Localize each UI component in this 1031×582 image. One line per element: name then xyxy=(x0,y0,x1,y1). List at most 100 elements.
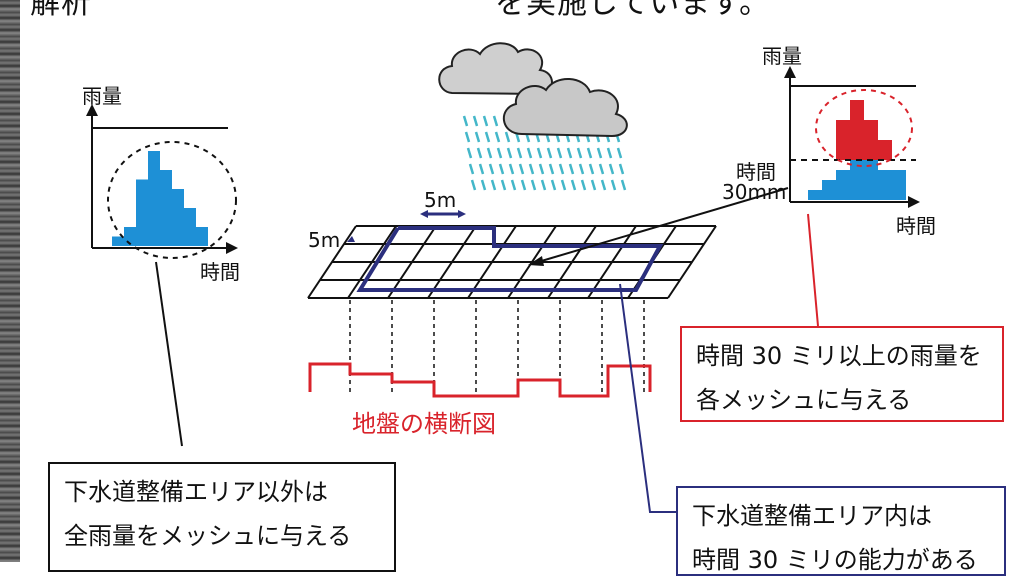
rain-streak xyxy=(464,131,471,143)
rain-streak xyxy=(490,179,497,191)
right-bars xyxy=(808,100,906,200)
rain-streak xyxy=(550,179,557,191)
rain-streak xyxy=(616,147,623,159)
right-x-arrow xyxy=(908,196,920,208)
mesh-col-line xyxy=(467,225,517,299)
mesh-col-line xyxy=(587,225,637,299)
rain-streak xyxy=(578,163,585,175)
right-bar-below xyxy=(864,160,878,200)
mesh-col-line xyxy=(307,225,357,299)
left-ylabel: 雨量 xyxy=(82,84,122,108)
left-bar xyxy=(136,179,148,246)
rain-streak xyxy=(546,147,553,159)
left-bar xyxy=(160,170,172,246)
rain-streak xyxy=(506,147,513,159)
rain-streak xyxy=(596,147,603,159)
rain-streak xyxy=(580,179,587,191)
mesh-col-line xyxy=(347,225,397,299)
cross-section-label: 地盤の横断図 xyxy=(352,410,496,438)
cloud-group xyxy=(438,42,628,191)
rain-streak xyxy=(498,163,505,175)
black-box-line-1: 下水道整備エリア以外は xyxy=(64,478,328,506)
red-box-line-1: 時間 30 ミリ以上の雨量を xyxy=(696,342,982,370)
rain-streak xyxy=(484,131,491,143)
rain-streak xyxy=(606,147,613,159)
mesh-col-line xyxy=(547,225,597,299)
rain-streak xyxy=(570,179,577,191)
rain-streak xyxy=(516,147,523,159)
right-bar-below xyxy=(850,160,864,200)
rain-streak xyxy=(598,163,605,175)
threshold-label-1: 時間 xyxy=(736,160,776,184)
header-text: 解析 を実施しています。 xyxy=(30,0,771,21)
right-bar-below xyxy=(836,170,850,200)
rain-streak xyxy=(620,179,627,191)
rain-pointer-arrowhead xyxy=(528,256,544,266)
front-cloud xyxy=(502,77,628,138)
rain-streak xyxy=(566,147,573,159)
rain-streak xyxy=(494,131,501,143)
left-bars xyxy=(112,151,208,246)
width-arrow-left xyxy=(420,210,428,218)
width-arrow-right xyxy=(458,210,466,218)
navy-pointer-line xyxy=(619,283,676,513)
mesh-col-line xyxy=(427,225,477,299)
rain-streak xyxy=(508,163,515,175)
rain-streak xyxy=(558,163,565,175)
black-box-line-2: 全雨量をメッシュに与える xyxy=(64,522,352,550)
red-pointer-line xyxy=(807,213,819,327)
rain-streak xyxy=(480,179,487,191)
right-bar-above xyxy=(850,100,864,160)
ground-cross-section xyxy=(308,362,652,398)
left-pointer-line xyxy=(155,261,183,447)
rain-streak xyxy=(462,115,469,127)
rain-streak xyxy=(466,147,473,159)
mesh-col-line xyxy=(387,225,437,299)
right-y-arrow xyxy=(784,66,796,78)
right-xlabel: 時間 xyxy=(896,214,936,238)
left-bar xyxy=(112,236,124,246)
mesh-width-label: 5m xyxy=(424,188,457,212)
rain-streak xyxy=(510,179,517,191)
right-bar-above xyxy=(878,140,892,160)
rain-streak xyxy=(474,131,481,143)
rain-streak xyxy=(540,179,547,191)
diagram-canvas xyxy=(86,42,920,513)
right-rain-graph xyxy=(784,66,920,208)
mesh-col-line xyxy=(507,225,557,299)
red-info-box: 時間 30 ミリ以上の雨量を 各メッシュに与える xyxy=(680,326,1004,422)
rain-streak xyxy=(610,179,617,191)
navy-box-line-1: 下水道整備エリア内は xyxy=(692,502,932,530)
rain-pointer-line xyxy=(537,187,789,263)
navy-box-line-2: 時間 30 ミリの能力がある xyxy=(692,546,978,574)
left-y-arrow xyxy=(86,104,98,116)
rain-streak xyxy=(504,131,511,143)
left-border-strip xyxy=(0,0,20,562)
rain-streak xyxy=(560,179,567,191)
rain-streak xyxy=(586,147,593,159)
rain-streak xyxy=(536,147,543,159)
rain-streak xyxy=(488,163,495,175)
rain-streak xyxy=(486,147,493,159)
mesh-col-line xyxy=(667,225,717,299)
rain-streak xyxy=(556,147,563,159)
rain-streak xyxy=(482,115,489,127)
rain-streak xyxy=(500,179,507,191)
black-info-box: 下水道整備エリア以外は 全雨量をメッシュに与える xyxy=(48,462,396,572)
left-bar xyxy=(148,151,160,246)
rain-streak xyxy=(538,163,545,175)
right-bar-below xyxy=(808,190,822,200)
red-box-line-2: 各メッシュに与える xyxy=(696,386,912,414)
left-rain-graph xyxy=(86,104,238,259)
rain-streak xyxy=(478,163,485,175)
rain-streak xyxy=(548,163,555,175)
right-bar-below xyxy=(878,170,892,200)
left-x-arrow xyxy=(226,242,238,254)
rain-streak xyxy=(600,179,607,191)
rain-streak xyxy=(618,163,625,175)
left-bar xyxy=(196,227,208,246)
left-xlabel: 時間 xyxy=(200,260,240,284)
rain-streak xyxy=(608,163,615,175)
rain-streak xyxy=(568,163,575,175)
rain-streak xyxy=(496,147,503,159)
